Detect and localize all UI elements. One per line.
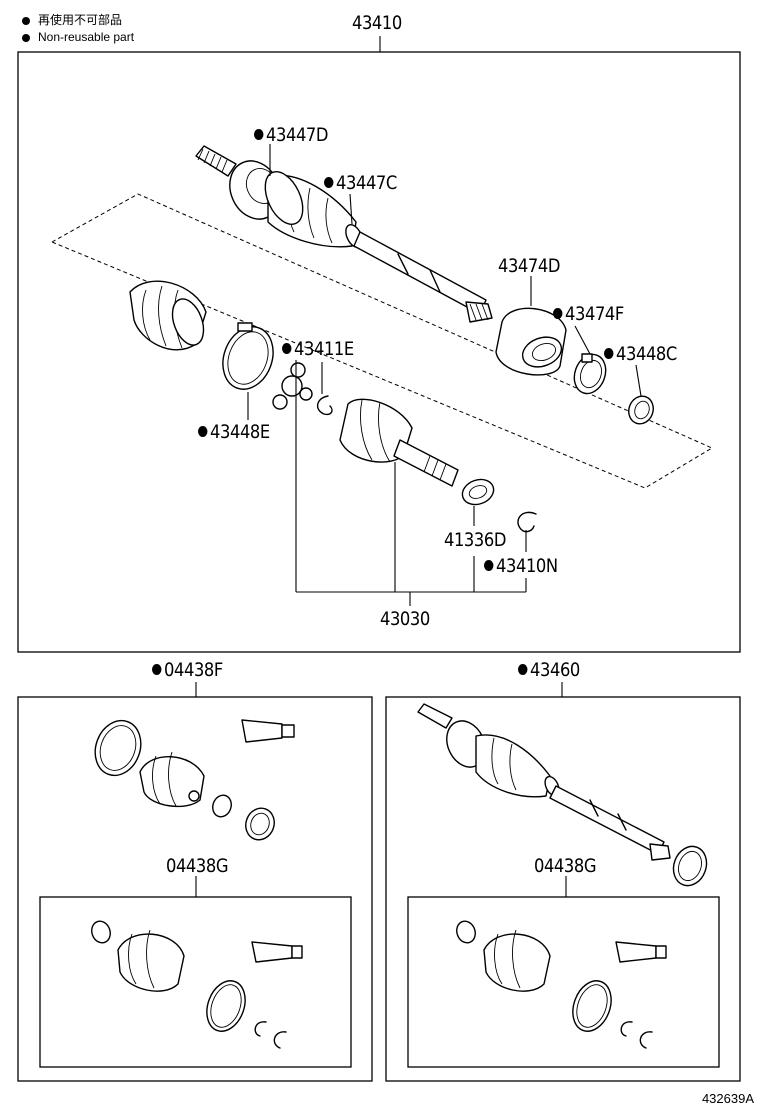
- kit-left-sub-code: 04438G: [166, 855, 229, 877]
- dynamic-damper: [495, 307, 567, 376]
- kit-right-code: 43460: [518, 659, 580, 681]
- hole-snap-ring: [517, 511, 537, 533]
- legend-label-en: Non-reusable part: [38, 30, 135, 44]
- legend: 再使用不可部品 Non-reusable part: [22, 12, 134, 46]
- part-43474D: 43474D: [498, 255, 560, 277]
- oil-seal: [461, 478, 495, 506]
- kit-left-code: 04438F: [152, 659, 223, 681]
- damper-clamp: [573, 353, 607, 395]
- non-reusable-dot-icon: [553, 308, 563, 319]
- non-reusable-dot-icon: [518, 664, 528, 675]
- non-reusable-dot-icon: [152, 664, 162, 675]
- part-41336D: 41336D: [444, 529, 506, 551]
- legend-row-ja: 再使用不可部品: [22, 12, 134, 29]
- part-43448E: 43448E: [198, 421, 270, 443]
- part-43030: 43030: [380, 608, 430, 630]
- part-43447D: 43447D: [254, 124, 328, 146]
- kit-right-parts: [417, 703, 708, 887]
- snap-ring: [317, 395, 333, 416]
- kit-right-sub-parts: [456, 920, 667, 1049]
- kit-right-sub-code: 04438G: [534, 855, 597, 877]
- boot-clamp-small: [628, 395, 654, 425]
- non-reusable-dot-icon: [198, 426, 208, 437]
- non-reusable-dot-icon: [254, 129, 264, 140]
- non-reusable-dot-icon: [22, 33, 30, 42]
- inner-boot: [129, 280, 207, 351]
- inner-joint-housing: [339, 398, 459, 487]
- kit-region-outline: [50, 193, 714, 489]
- part-43448C: 43448C: [604, 343, 677, 365]
- part-43447C: 43447C: [324, 172, 397, 194]
- part-43410N: 43410N: [484, 555, 558, 577]
- tripod-joint: [272, 362, 313, 410]
- figure-id: 432639A: [701, 1091, 754, 1106]
- kit-left-parts: [94, 719, 295, 841]
- non-reusable-dot-icon: [484, 560, 494, 571]
- non-reusable-dot-icon: [604, 348, 614, 359]
- non-reusable-dot-icon: [282, 343, 292, 354]
- legend-row-en: Non-reusable part: [22, 29, 134, 46]
- kit-left-sub-frame: [39, 896, 352, 1068]
- non-reusable-dot-icon: [324, 177, 334, 188]
- non-reusable-dot-icon: [22, 16, 30, 25]
- legend-label-ja: 再使用不可部品: [38, 13, 123, 27]
- part-43474F: 43474F: [553, 303, 624, 325]
- main-assembly-frame: [17, 51, 741, 653]
- main-assembly-code: 43410: [352, 12, 402, 34]
- kit-right-sub-frame: [407, 896, 720, 1068]
- drive-shaft: [195, 145, 493, 323]
- leader-lines: [247, 144, 642, 606]
- kit-right-frame: [385, 696, 741, 1082]
- kit-left-sub-parts: [91, 920, 303, 1049]
- kit-left-frame: [17, 696, 373, 1082]
- boot-band-clamp: [222, 322, 274, 390]
- part-43411E: 43411E: [282, 338, 354, 360]
